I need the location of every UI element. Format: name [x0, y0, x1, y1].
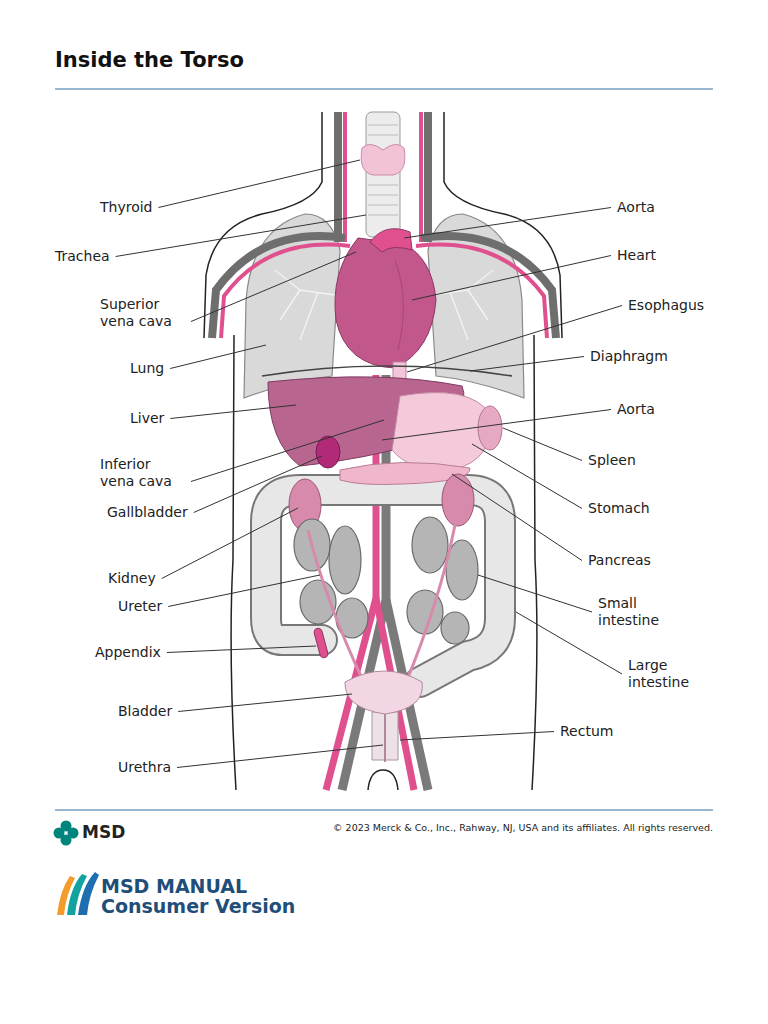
organ-label: Stomach — [588, 500, 650, 517]
leader-line — [177, 745, 383, 768]
organ-label: Pancreas — [588, 552, 651, 569]
diaphragm — [262, 366, 512, 376]
brand-name: MSD MANUAL — [101, 876, 247, 897]
organ-label: Liver — [130, 410, 164, 427]
organ-label: Aorta — [617, 401, 655, 418]
bladder — [345, 671, 422, 714]
msd-manual-logo-mark — [57, 872, 99, 915]
kidney — [442, 474, 474, 526]
organ-label: Superior vena cava — [100, 296, 185, 330]
leader-line — [170, 405, 296, 419]
leader-line — [191, 420, 384, 482]
rule — [55, 89, 713, 90]
leader-line — [168, 575, 320, 607]
leader-line — [470, 357, 584, 372]
leader-line — [116, 215, 366, 257]
organ-label: Urethra — [118, 759, 171, 776]
organ-label: Gallbladder — [107, 504, 188, 521]
organ-label: Heart — [617, 247, 656, 264]
ureter — [308, 525, 455, 685]
brand-name: Consumer Version — [101, 896, 295, 917]
leader-line — [478, 575, 592, 612]
organ-label: Aorta — [617, 199, 655, 216]
leader-line — [382, 410, 611, 441]
leader-line — [170, 345, 266, 369]
stomach — [392, 393, 491, 471]
brand-name: MSD — [82, 822, 125, 842]
rule — [55, 810, 713, 811]
leader-line — [404, 208, 611, 239]
organ-label: Trachea — [55, 248, 110, 265]
leader-line — [194, 456, 322, 513]
organ-label: Thyroid — [100, 199, 153, 216]
organ-label: Spleen — [588, 452, 636, 469]
leader-line — [178, 694, 352, 712]
neck — [334, 112, 432, 242]
organ-label: Small intestine — [598, 595, 678, 629]
copyright-notice: © 2023 Merck & Co., Inc., Rahway, NJ, US… — [333, 822, 713, 834]
leader-line — [400, 732, 554, 741]
organ-label: Kidney — [108, 570, 156, 587]
organ-label: Large intestine — [628, 657, 708, 691]
leader-line — [412, 256, 611, 301]
spleen — [478, 406, 502, 450]
leader-line — [159, 160, 361, 208]
appendix — [313, 627, 328, 658]
organ-label: Ureter — [118, 598, 162, 615]
urethra — [384, 714, 386, 762]
organ-label: Bladder — [118, 703, 172, 720]
organ-label: Inferior vena cava — [100, 456, 185, 490]
leader-line — [503, 428, 582, 461]
leader-line — [167, 646, 316, 653]
leader-line — [191, 252, 356, 322]
body-outline — [204, 112, 562, 790]
organ-label: Lung — [130, 360, 164, 377]
leader-line — [407, 306, 622, 373]
page-title: Inside the Torso — [55, 48, 244, 72]
organ-label: Esophagus — [628, 297, 704, 314]
organ-label: Diaphragm — [590, 348, 668, 365]
organ-label: Rectum — [560, 723, 613, 740]
leader-line — [452, 474, 582, 561]
msd-logo-mark — [54, 821, 79, 846]
organ-label: Appendix — [95, 644, 161, 661]
